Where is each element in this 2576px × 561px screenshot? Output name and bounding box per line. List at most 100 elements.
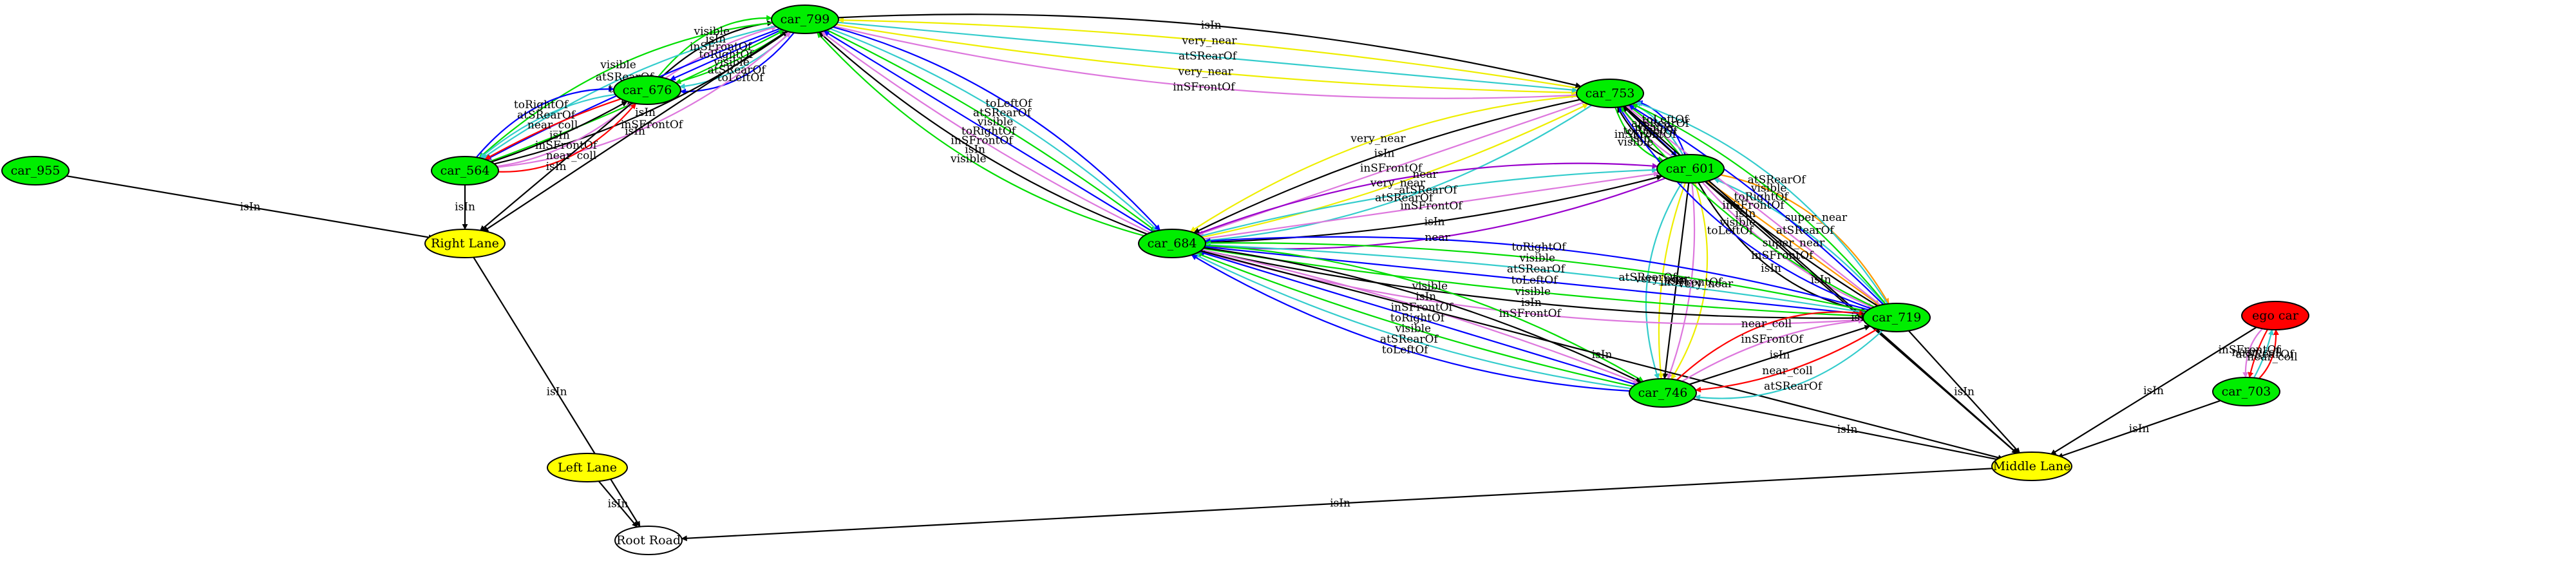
edge-label: isIn xyxy=(240,201,261,214)
node-car-753[interactable]: car_753 xyxy=(1576,79,1644,108)
edge-label: near_coll xyxy=(2247,350,2297,363)
edge-label: inSFrontOf xyxy=(1741,333,1804,346)
edge-car_719-atSRearOf-car_746 xyxy=(1694,330,1884,401)
edge-label: near_coll xyxy=(2231,346,2282,359)
edge-label: near xyxy=(1425,231,1450,244)
node-label: car_719 xyxy=(1872,310,1922,325)
edge-car_703-near_coll-ego_car xyxy=(2259,329,2279,379)
edge-car_684-near-car_601 xyxy=(1197,162,1658,235)
edge-label: visible xyxy=(977,116,1014,129)
node-label: car_684 xyxy=(1148,236,1197,251)
edge-label: very_near xyxy=(1181,35,1237,48)
edge-label: near_coll xyxy=(1762,365,1812,377)
node-root-road[interactable]: Root Road xyxy=(614,526,683,555)
node-car-676[interactable]: car_676 xyxy=(613,75,681,105)
edge-car_799-visible-car_684 xyxy=(826,29,1157,232)
node-ellipse xyxy=(424,229,506,258)
edge-car_564-isIn-car_799 xyxy=(494,30,788,165)
edge-label: toRightOf xyxy=(1623,125,1678,138)
edge-car_746-near_coll-car_719 xyxy=(1676,310,1865,381)
edge-car_799-atSRearOf-car_564 xyxy=(482,25,776,160)
node-left-lane[interactable]: Left Lane xyxy=(547,453,628,482)
edge-car_746-toRightOf-car_684 xyxy=(1198,250,1636,386)
edge-car_719-atSRearOf-car_601 xyxy=(1713,178,1886,305)
edge-car_799-toRightOf-car_676 xyxy=(669,28,782,81)
edge-label: atSRearOf xyxy=(1631,117,1690,130)
edge-label: isIn xyxy=(1374,147,1395,160)
edge-car_799-atSRearOf-car_684 xyxy=(829,28,1159,231)
edge-car_799-atSRearOf-car_753 xyxy=(837,21,1578,93)
edge-label: super_near xyxy=(1785,211,1848,224)
edge-label: atSRearOf xyxy=(1375,191,1434,204)
edge-car_684-isIn-car_746 xyxy=(1204,247,1642,383)
edge-ego_car-inSFrontOf-car_703 xyxy=(2242,328,2263,378)
node-car-564[interactable]: car_564 xyxy=(431,156,499,185)
edge-label: isIn xyxy=(1630,132,1651,145)
edge-label: isIn xyxy=(1770,349,1790,362)
edge-right_lane-isIn-root_road xyxy=(473,256,641,528)
edge-label: visible xyxy=(600,59,636,71)
edge-car_719-visible-car_753 xyxy=(1631,103,1886,305)
edge-label: inSFrontOf xyxy=(1751,249,1814,262)
node-label: car_955 xyxy=(11,164,61,178)
node-car-703[interactable]: car_703 xyxy=(2212,377,2280,406)
edge-label: isIn xyxy=(1201,19,1222,32)
edges-layer xyxy=(66,14,2279,542)
node-ellipse xyxy=(1991,452,2072,481)
edge-car_601-very_near-car_746 xyxy=(1671,182,1709,380)
edge-label: isIn xyxy=(1416,290,1436,303)
node-ellipse xyxy=(431,156,499,185)
edge-label: near_coll xyxy=(527,119,578,132)
edge-label: isIn xyxy=(1425,216,1445,229)
edge-label: isIn xyxy=(705,33,726,46)
edge-label: isIn xyxy=(2143,385,2164,397)
edge-label: toRightOf xyxy=(1390,312,1446,325)
node-ellipse xyxy=(1862,303,1931,332)
node-car-719[interactable]: car_719 xyxy=(1862,303,1931,332)
edge-left_lane-isIn-root_road xyxy=(598,480,638,528)
edge-car_753-atSRearOf-car_684 xyxy=(1204,104,1593,243)
node-ego-car[interactable]: ego car xyxy=(2241,301,2309,330)
node-ellipse xyxy=(2212,377,2280,406)
edge-label: inSFrontOf xyxy=(621,119,684,131)
edge-car_719-toLeftOf-car_753 xyxy=(1618,106,1871,310)
edge-label: isIn xyxy=(1330,497,1350,510)
node-car-746[interactable]: car_746 xyxy=(1629,378,1697,408)
edge-label: isIn xyxy=(1761,262,1781,275)
edge-car_746-isIn-middle_lane xyxy=(1692,398,2002,462)
edge-car_676-visible-car_799 xyxy=(658,15,773,77)
edge-car_753-inSFrontOf-car_684 xyxy=(1197,101,1584,236)
node-car-955[interactable]: car_955 xyxy=(1,156,70,185)
node-label: car_753 xyxy=(1586,86,1635,100)
edge-label: very_near xyxy=(1678,278,1734,290)
node-label: Middle Lane xyxy=(1993,459,2071,473)
edge-label: isIn xyxy=(635,106,656,119)
edge-car_703-atSRearOf-ego_car xyxy=(2253,329,2274,379)
edge-label: inSFrontOf xyxy=(2218,344,2281,357)
edge-car_676-inSFrontOf-car_799 xyxy=(665,25,777,79)
node-right-lane[interactable]: Right Lane xyxy=(424,229,506,258)
edge-car_601-inSFrontOf-car_746 xyxy=(1667,182,1696,380)
node-car-799[interactable]: car_799 xyxy=(771,5,839,34)
edge-label: inSFrontOf xyxy=(1360,162,1423,175)
node-car-684[interactable]: car_684 xyxy=(1138,229,1206,258)
edge-label: atSRearOf xyxy=(708,64,767,77)
edge-car_746-inSFrontOf-car_719 xyxy=(1681,318,1864,382)
edge-label: atSRearOf xyxy=(1764,380,1823,393)
edge-label: atSRearOf xyxy=(517,109,576,122)
node-car-601[interactable]: car_601 xyxy=(1656,154,1725,184)
edge-car_601-super_near-car_719 xyxy=(1720,174,1889,305)
edge-label: atSRearOf xyxy=(1380,333,1439,346)
node-label: ego car xyxy=(2252,309,2299,323)
edge-car_719-atSRearOf-car_684 xyxy=(1204,242,1866,314)
edge-label: toRightOf xyxy=(699,48,754,61)
edge-label: toLeftOf xyxy=(1511,274,1558,287)
edge-label: isIn xyxy=(547,386,567,399)
edge-car_564-toRightOf-car_676 xyxy=(475,86,614,158)
edge-label: inSFrontOf xyxy=(1400,200,1463,213)
edge-label: isIn xyxy=(608,498,629,511)
edge-label: inSFrontOf xyxy=(1499,307,1562,320)
node-middle-lane[interactable]: Middle Lane xyxy=(1991,452,2072,481)
edge-label: inSFrontOf xyxy=(1722,199,1785,212)
edge-label: atSRearOf xyxy=(1776,224,1835,237)
